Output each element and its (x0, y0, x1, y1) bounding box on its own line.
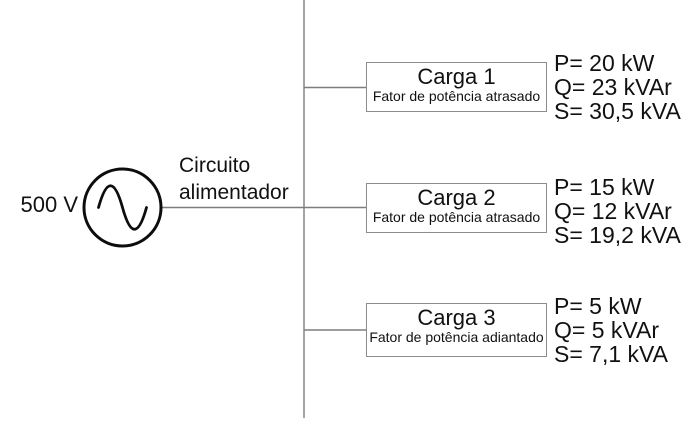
s-value: S= 19,2 kVA (554, 222, 681, 248)
p-value: P= 5 kW (554, 293, 642, 319)
p-value: P= 20 kW (554, 50, 655, 76)
load-values-carga-2: P= 15 kW Q= 12 kVAr S= 19,2 kVA (554, 175, 700, 247)
load-power-factor-note: Fator de potência atrasado (372, 88, 541, 104)
load-values-carga-1: P= 20 kW Q= 23 kVAr S= 30,5 kVA (554, 51, 700, 123)
load-box-carga-1: Carga 1 Fator de potência atrasado (366, 62, 547, 112)
source-voltage-label: 500 V (20, 192, 79, 217)
q-value: Q= 5 kVAr (554, 317, 660, 343)
load-title: Carga 1 (417, 64, 496, 89)
ac-source-icon (82, 167, 163, 248)
load-title: Carga 2 (417, 185, 496, 210)
q-value: Q= 12 kVAr (554, 198, 672, 224)
load-box-carga-2: Carga 2 Fator de potência atrasado (366, 183, 547, 233)
load-box-carga-3: Carga 3 Fator de potência adiantado (366, 303, 547, 357)
load-power-factor-note: Fator de potência adiantado (369, 329, 544, 345)
load-values-carga-3: P= 5 kW Q= 5 kVAr S= 7,1 kVA (554, 294, 700, 366)
sine-wave-icon (97, 184, 148, 231)
p-value: P= 15 kW (554, 174, 655, 200)
load-title: Carga 3 (417, 305, 496, 330)
s-value: S= 7,1 kVA (554, 341, 669, 367)
feeder-label: Circuito alimentador (179, 154, 289, 204)
q-value: Q= 23 kVAr (554, 74, 672, 100)
load-power-factor-note: Fator de potência atrasado (372, 209, 541, 225)
s-value: S= 30,5 kVA (554, 98, 681, 124)
